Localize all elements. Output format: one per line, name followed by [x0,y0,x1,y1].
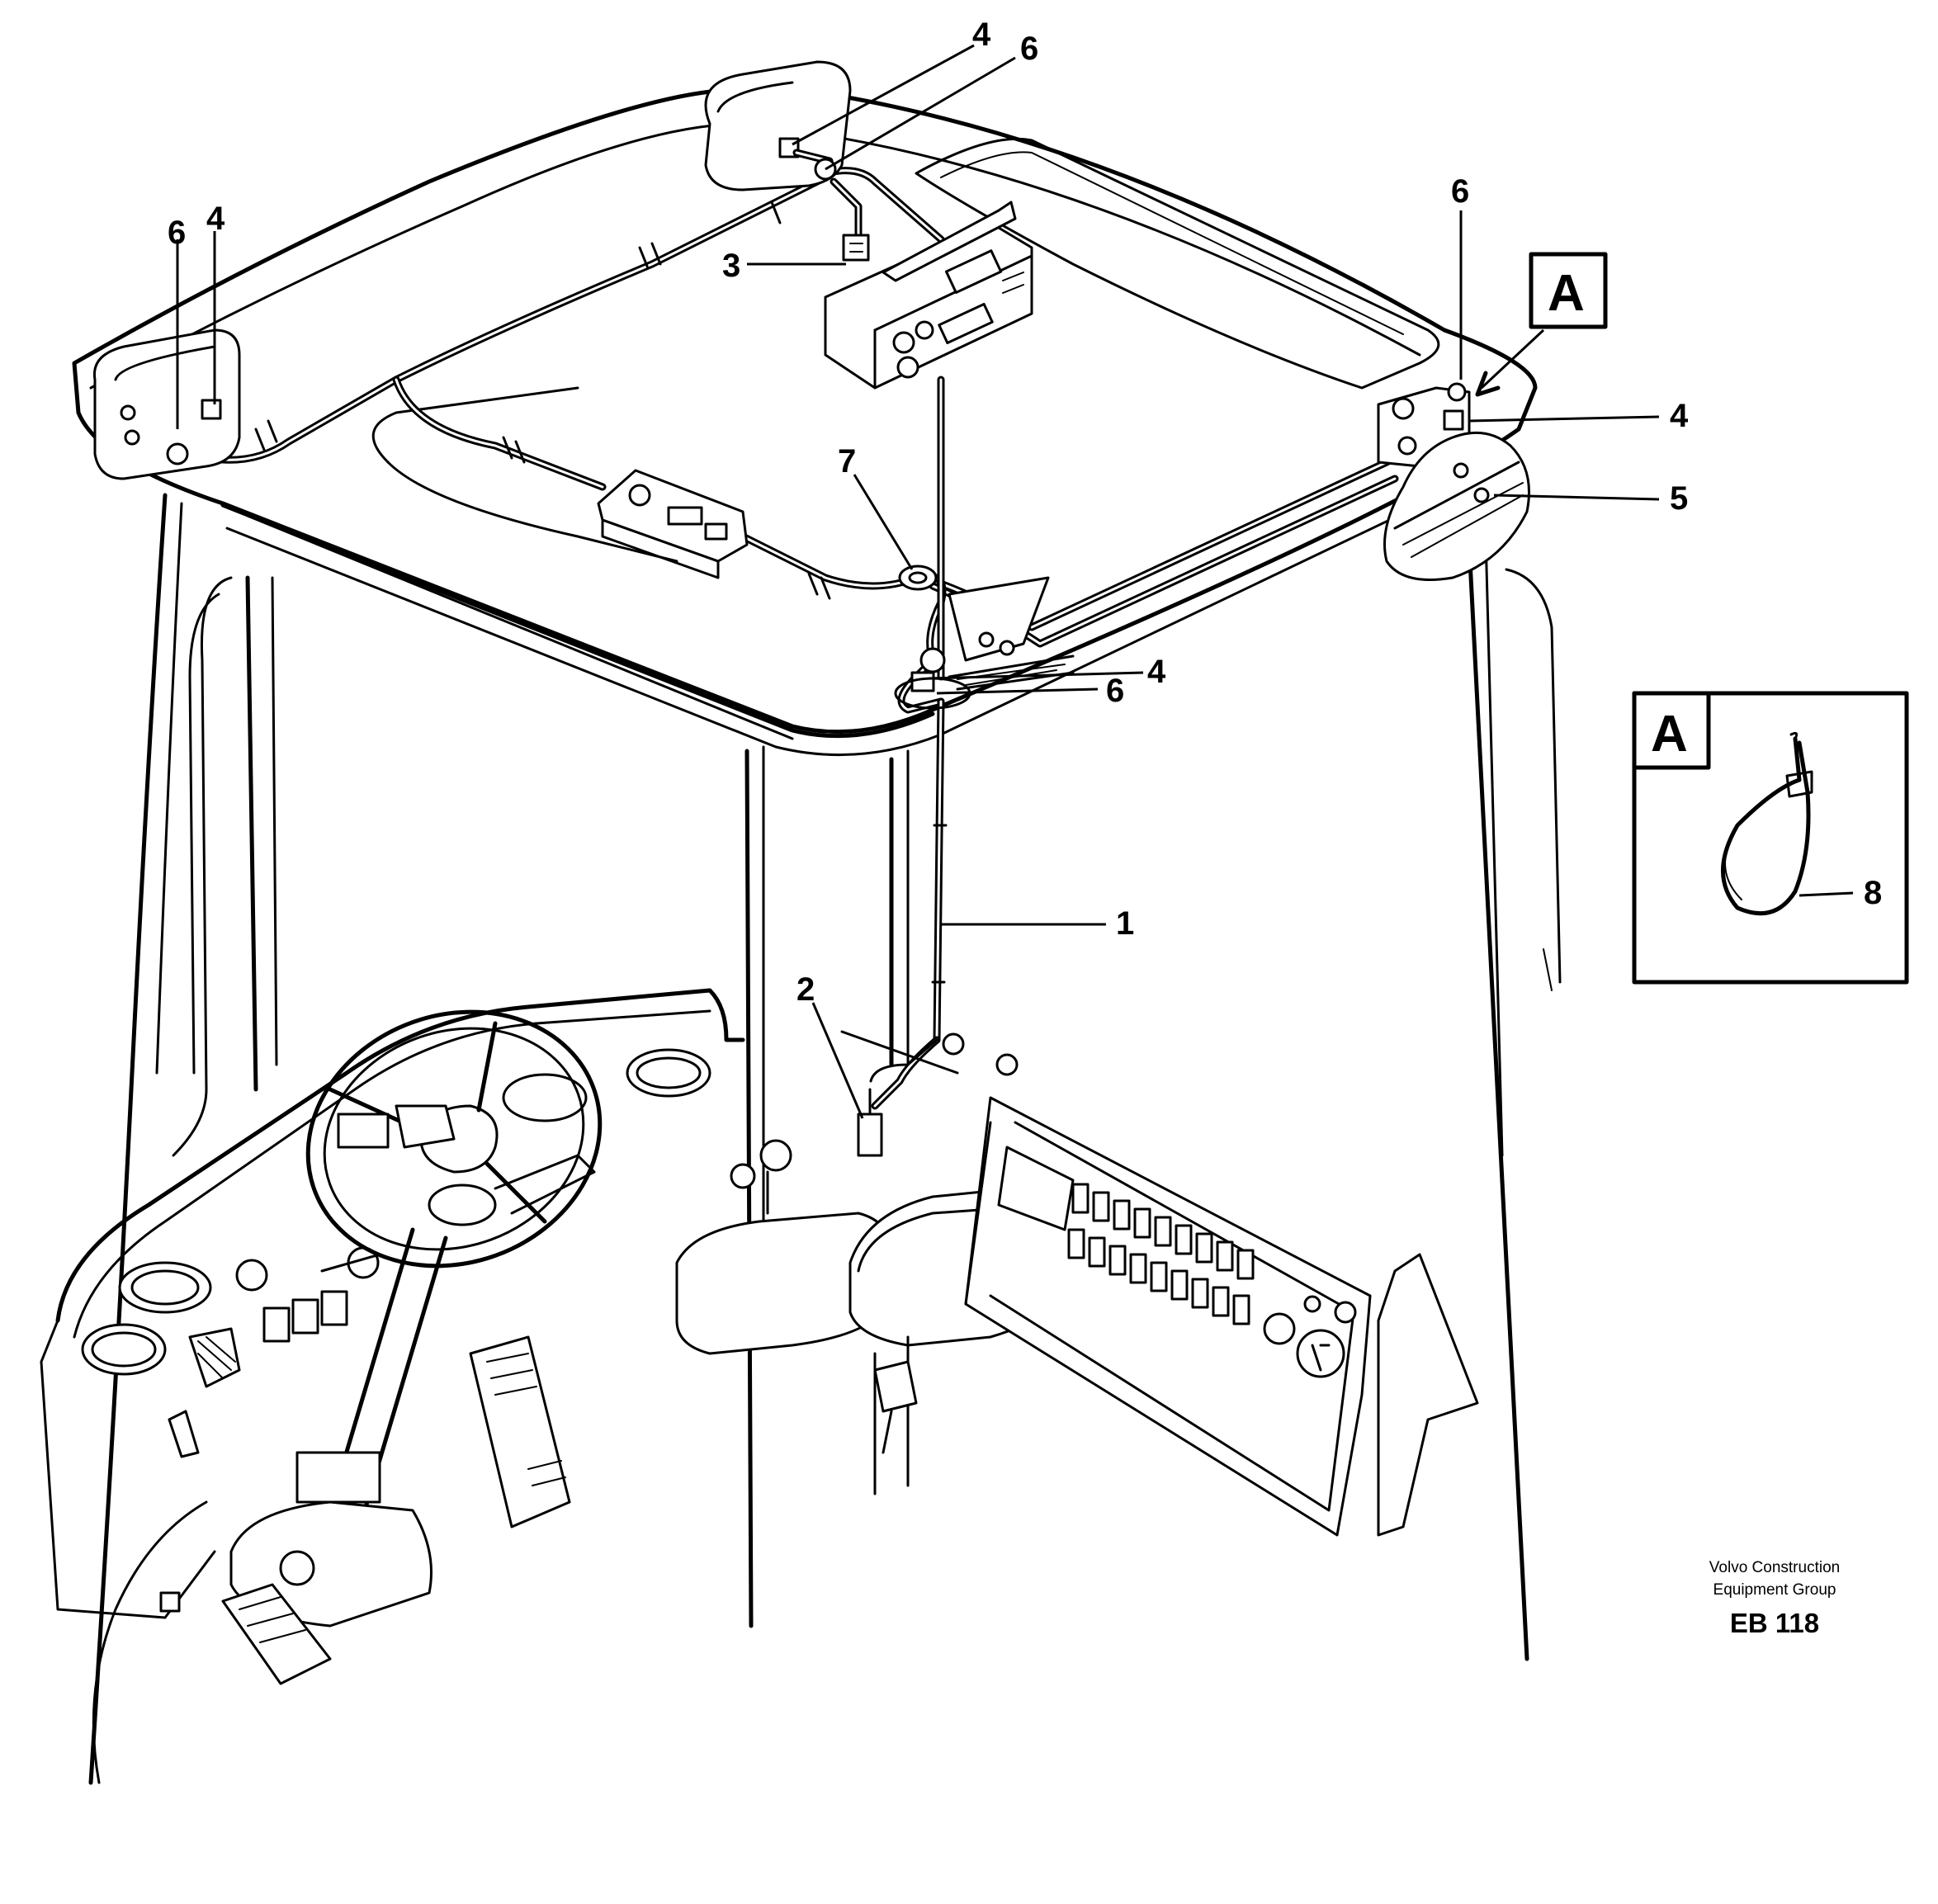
detail-a-inset-label: A [1651,706,1688,763]
grommet-7 [898,565,938,591]
detail-a-reference-label: A [1548,265,1585,322]
junction-plate [948,576,1050,662]
steering-wheel [229,1009,603,1628]
callout-6-lower: 6 [1106,673,1124,709]
callout-numbers: 4 6 6 4 3 6 4 5 7 4 6 1 2 8 [168,17,1882,1008]
connector-3 [842,234,870,262]
pedals [221,1335,571,1685]
switch-grid [1067,1183,1255,1325]
cab-pillars [88,493,1562,1785]
callout-8: 8 [1864,875,1882,911]
rotating-beacon [1377,382,1530,581]
roof-switch-block [597,469,749,579]
wiring-harness [186,167,1457,1110]
company-line-2: Equipment Group [1713,1581,1836,1599]
cab-roof [72,80,1538,757]
callout-4-lower: 4 [1147,654,1166,690]
switch-panel [964,1096,1479,1537]
callout-6-right: 6 [1451,173,1469,210]
callout-6-top: 6 [1020,31,1038,67]
callout-leaders [176,44,1854,1119]
company-line-1: Volvo Construction [1709,1559,1840,1576]
callout-5: 5 [1670,480,1688,517]
callout-1: 1 [1116,905,1134,942]
dashboard [40,988,959,1619]
radio-unit [824,201,1033,390]
left-work-lamp [92,328,241,480]
cable-tie-icon [1721,731,1813,916]
detail-a-reference: A [1475,252,1608,397]
callout-4-left: 4 [206,201,225,237]
front-work-lamp [704,60,852,191]
callout-3: 3 [722,248,740,284]
callout-7: 7 [838,443,856,480]
detail-a-inset: A [1632,691,1909,985]
callout-6-left: 6 [168,215,186,251]
connector-2 [857,1032,1019,1157]
callout-4-top: 4 [972,17,991,53]
lower-connector [894,647,1075,710]
callout-4-right: 4 [1670,398,1689,434]
callout-2: 2 [796,971,815,1008]
footer-caption: Volvo Construction Equipment Group EB 11… [1709,1559,1840,1638]
figure-code: EB 118 [1730,1608,1819,1638]
